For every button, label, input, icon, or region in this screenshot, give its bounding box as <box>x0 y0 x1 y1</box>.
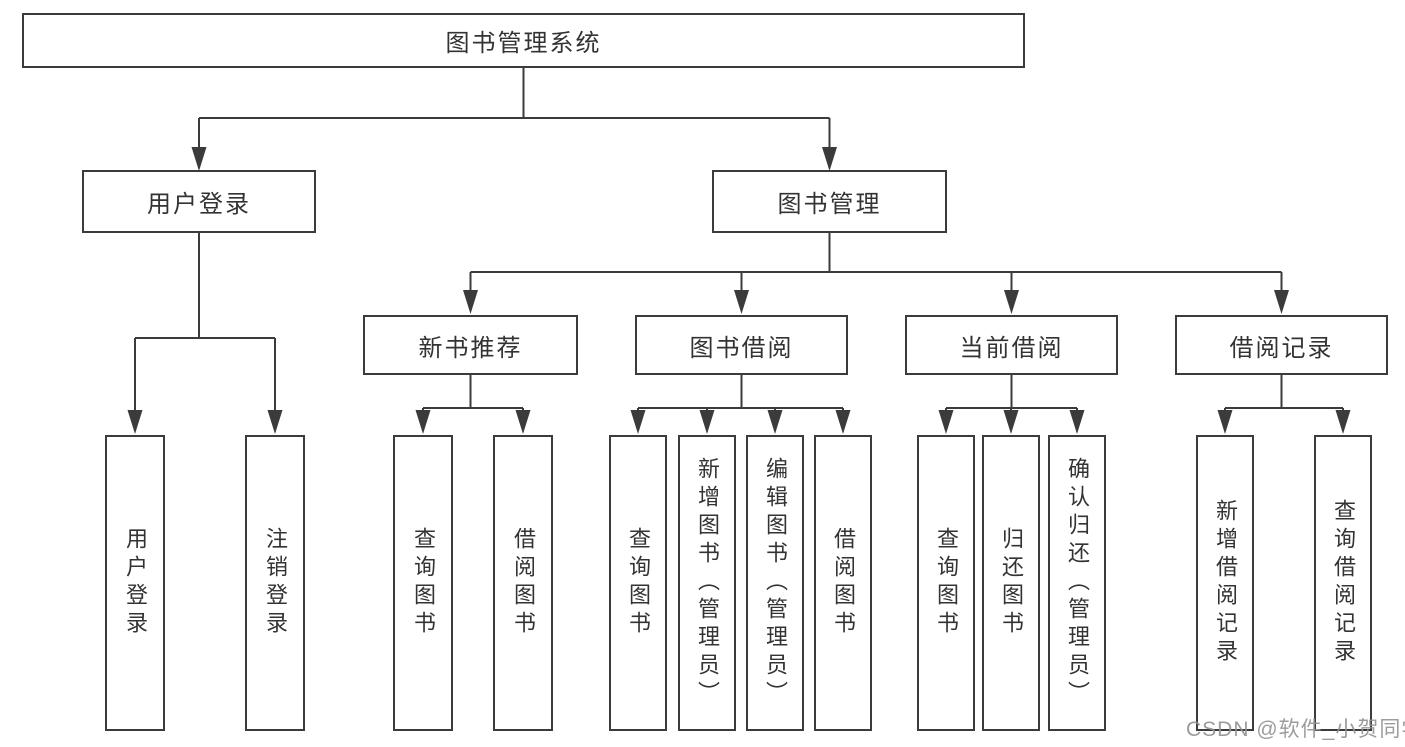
node-borrow-records: 借阅记录 <box>1175 315 1388 375</box>
leaf-query-books-borrow: 查询图书 <box>609 435 667 731</box>
leaf-add-borrow-record: 新增借阅记录 <box>1196 435 1254 731</box>
leaf-borrow-books-recommend: 借阅图书 <box>493 435 553 731</box>
node-user-login: 用户登录 <box>82 170 316 233</box>
leaf-borrow-books: 借阅图书 <box>814 435 872 731</box>
leaf-user-login: 用户登录 <box>105 435 165 731</box>
node-current-borrow: 当前借阅 <box>905 315 1118 375</box>
leaf-query-books-current: 查询图书 <box>917 435 975 731</box>
leaf-query-books-recommend: 查询图书 <box>393 435 453 731</box>
leaf-confirm-return-admin: 确认归还（管理员） <box>1048 435 1106 731</box>
leaf-edit-books-admin: 编辑图书（管理员） <box>746 435 804 731</box>
leaf-add-books-admin: 新增图书（管理员） <box>678 435 736 731</box>
node-book-borrow: 图书借阅 <box>635 315 848 375</box>
csdn-watermark: CSDN @软件_小贺同学 <box>1186 718 1405 741</box>
node-new-book-recommend: 新书推荐 <box>363 315 578 375</box>
leaf-query-borrow-record: 查询借阅记录 <box>1314 435 1372 731</box>
leaf-return-books: 归还图书 <box>982 435 1040 731</box>
node-system-root: 图书管理系统 <box>22 13 1025 68</box>
leaf-logout: 注销登录 <box>245 435 305 731</box>
node-book-management: 图书管理 <box>712 170 947 233</box>
